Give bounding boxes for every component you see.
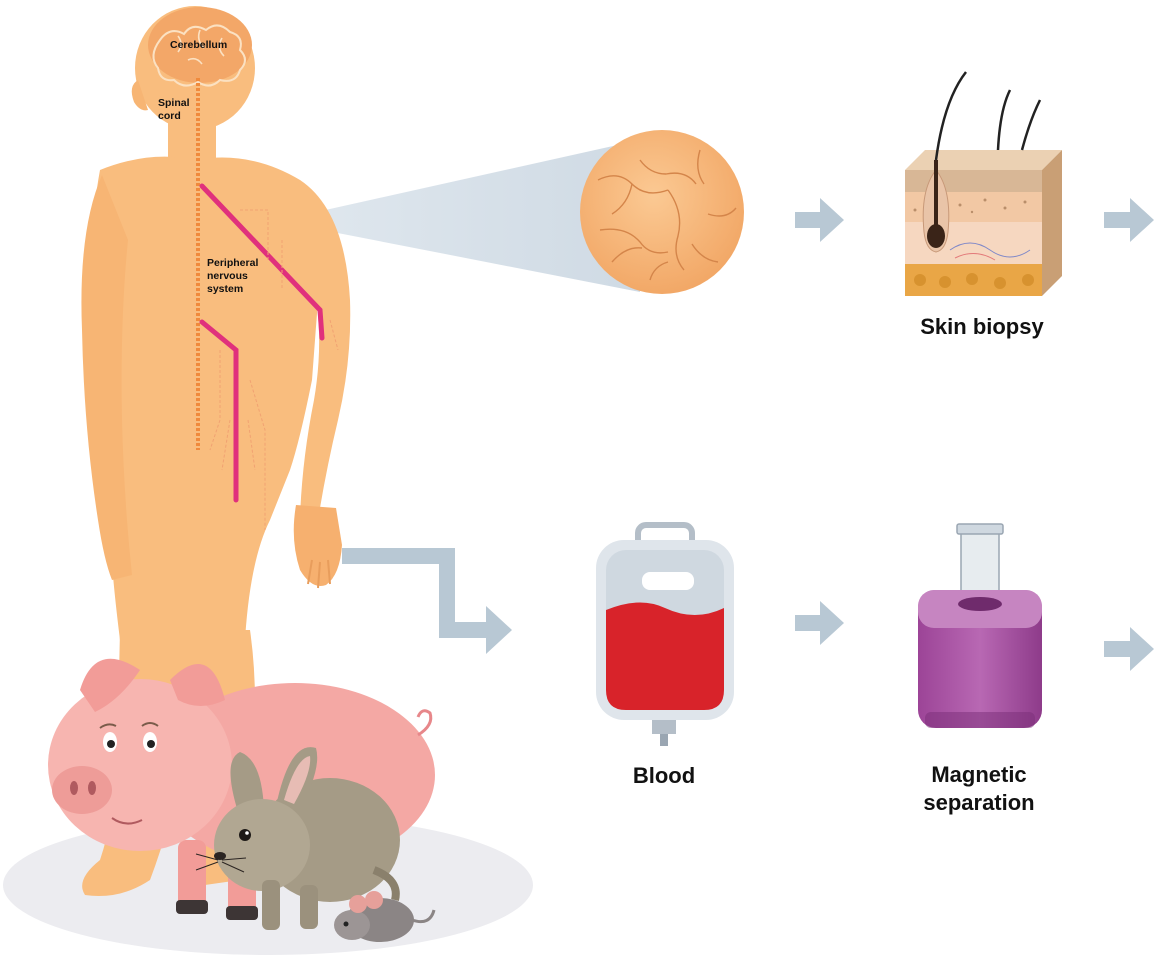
label-magnetic-line1: Magnetic <box>931 762 1026 787</box>
label-spinal-line2: cord <box>158 110 181 122</box>
arrow-right-icon <box>1104 198 1154 242</box>
skin-magnifier-icon <box>580 130 744 294</box>
label-peripheral-line2: nervous <box>207 270 248 282</box>
label-skin-biopsy: Skin biopsy <box>920 314 1044 339</box>
label-cerebellum: Cerebellum <box>170 39 227 51</box>
label-peripheral-line1: Peripheral <box>207 257 258 269</box>
arrow-right-icon <box>795 198 844 242</box>
magnetic-separator-icon <box>918 524 1042 728</box>
blood-bag-icon <box>596 525 734 746</box>
label-magnetic-line2: separation <box>923 790 1034 815</box>
elbow-arrow-icon <box>342 548 512 654</box>
label-spinal-line1: Spinal <box>158 97 190 109</box>
label-blood: Blood <box>633 763 695 788</box>
arrow-right-icon <box>1104 627 1154 671</box>
skin-layers-icon <box>905 72 1062 296</box>
label-peripheral-line3: system <box>207 283 243 295</box>
arrow-right-icon <box>795 601 844 645</box>
